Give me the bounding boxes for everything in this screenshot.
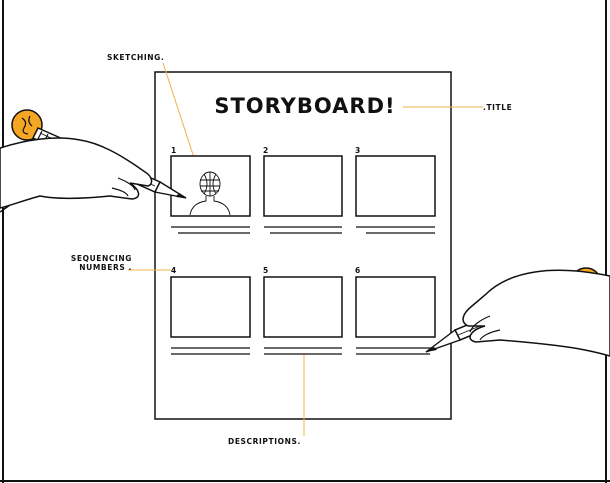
panel-number-2: 2 (263, 146, 269, 155)
panel-number-6: 6 (355, 266, 361, 275)
descriptions-label: DESCRIPTIONS. (228, 437, 301, 446)
panel-number-1: 1 (171, 146, 177, 155)
panel-5 (263, 276, 343, 338)
storyboard-sheet (154, 71, 452, 420)
panel-3 (355, 155, 436, 217)
panel-number-3: 3 (355, 146, 361, 155)
storyboard-title: STORYBOARD! (214, 94, 396, 118)
panel-row-bottom (170, 276, 436, 338)
panel-6 (355, 276, 436, 338)
sequencing-numbers-label: SEQUENCING NUMBERS . (58, 254, 132, 272)
right-hand-pencil-icon (425, 267, 610, 357)
sequencing-label-line-1: SEQUENCING (70, 254, 132, 263)
description-lines (171, 226, 435, 355)
panel-number-5: 5 (263, 266, 269, 275)
title-label: .TITLE (483, 103, 513, 112)
sketching-label: SKETCHING. (107, 53, 165, 62)
panel-4 (170, 276, 251, 338)
panel-row-top (170, 155, 436, 217)
panel-number-4: 4 (171, 266, 177, 275)
left-hand-pencil-icon (0, 109, 187, 213)
panel-2 (263, 155, 343, 217)
sequencing-label-line-2: NUMBERS . (79, 263, 132, 272)
head-sketch-icon (189, 171, 231, 216)
